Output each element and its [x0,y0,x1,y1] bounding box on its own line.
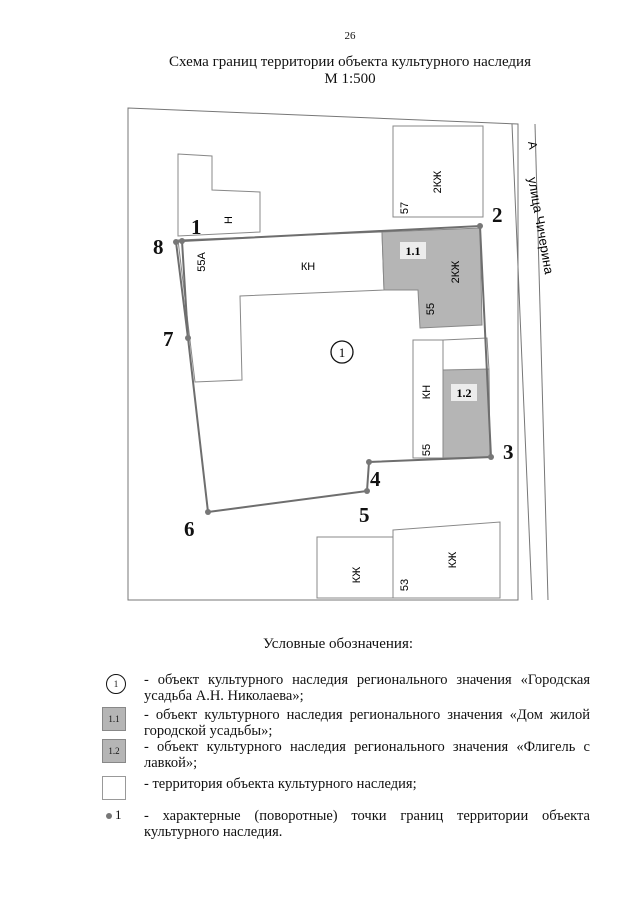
street-mark: А [525,140,540,150]
building-57-code: 2КЖ [432,171,444,194]
legend-circle-icon: 1 [106,674,126,694]
building-1-2-label: 1.2 [457,386,472,400]
page-number: 26 [344,30,356,42]
title-line-1: Схема границ территории объекта культурн… [169,54,531,70]
building-1-1-number: 55 [425,303,437,315]
title-line-2-scale: М 1:500 [324,71,376,87]
turning-point-label-5: 5 [359,503,370,527]
turning-point-label-6: 6 [184,517,195,541]
building-57 [392,125,484,218]
legend-gray-box-icon: 1.2 [102,739,126,763]
turning-point-dot-1 [179,238,185,244]
legend-title: Условные обозначения: [262,636,414,652]
street-label: улица Чичерина [525,176,557,276]
legend-text-house: - объект культурного наследия региональн… [144,707,590,739]
building-1-1-label-bg [400,242,426,259]
legend-point-label: 1 [115,807,122,822]
building-kn-main-label: КН [301,261,315,273]
building-55a-number: 55А [196,252,208,272]
legend-symbol-circle: 1 [100,672,130,702]
building-1-2-label-bg [451,384,477,401]
turning-point-label-4: 4 [370,467,381,491]
building-57-number: 57 [399,202,411,214]
turning-point-dot-2 [477,223,483,229]
turning-point-dot-4 [366,459,372,465]
turning-point-dot-6 [205,509,211,515]
turning-point-label-3: 3 [503,440,514,464]
building-55-number: 55 [421,444,433,456]
turning-point-label-2: 2 [492,203,503,227]
heritage-object-marker-label: 1 [339,345,346,360]
legend-text-wing: - объект культурного наследия региональн… [144,739,590,771]
boundary-segment-7-8 [175,241,189,339]
building-kn-main [177,231,385,383]
legend-text-points: - характерные (поворотные) точки границ … [144,808,590,840]
building-53-number: 53 [399,579,411,591]
legend-white-box-icon [102,776,126,800]
building-kzh-right-label: КЖ [447,552,459,569]
legend-symbol-1-2: 1.2 [100,739,130,769]
building-kzh-right [392,521,501,599]
heritage-building-1-2 [442,368,491,459]
building-kn-small-outline [442,337,490,371]
legend-symbol-point: 1 [100,807,130,838]
territory-scheme: А улица Чичерина 2КЖ 57 Н КН 55А 1.1 2КЖ… [127,107,557,601]
turning-point-label-7: 7 [163,327,174,351]
turning-point-dot-8 [173,239,179,245]
legend-text-estate: - объект культурного наследия региональн… [144,672,590,704]
legend-symbol-territory [100,776,130,806]
building-1-1-label: 1.1 [406,244,421,258]
turning-point-label-8: 8 [153,235,164,259]
legend-symbol-1-1: 1.1 [100,707,130,737]
street-edge-right [534,123,549,601]
turning-point-label-1: 1 [191,215,202,239]
legend-text-territory: - территория объекта культурного наследи… [144,776,417,792]
territory-boundary [180,224,493,514]
street-edge-left [511,123,533,601]
legend-gray-box-icon: 1.1 [102,707,126,731]
map-frame [127,107,519,601]
turning-point-dot-3 [488,454,494,460]
building-kzh-left [316,536,394,599]
building-1-1-code: 2КЖ [450,261,462,284]
heritage-object-marker [330,340,354,364]
building-kn-small [412,339,444,459]
legend-point-dot-icon [106,813,112,819]
page-title: Схема границ территории объекта культурн… [0,54,640,88]
building-kzh-left-label: КЖ [351,567,363,584]
building-n-label: Н [223,216,235,224]
turning-point-dot-7 [185,335,191,341]
building-n [177,153,261,237]
turning-point-dot-5 [364,488,370,494]
building-kn-small-label: КН [421,385,433,399]
